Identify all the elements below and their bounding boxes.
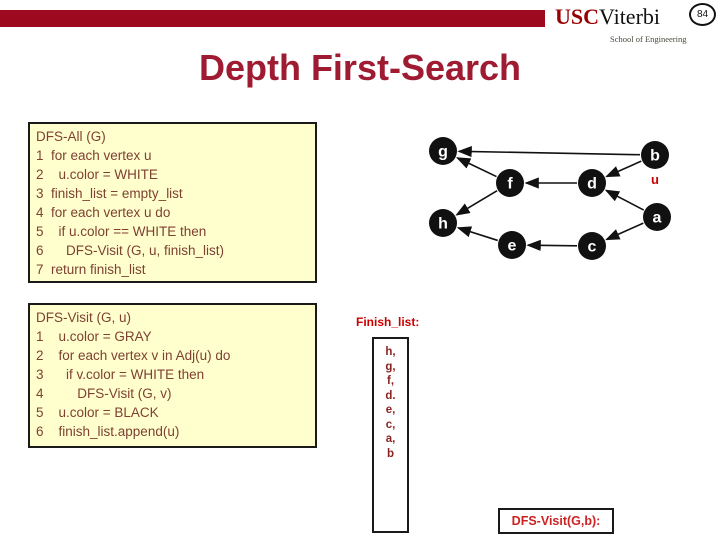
- graph-node-label-b: b: [650, 148, 660, 165]
- graph-edge-f-g: [455, 157, 497, 178]
- top-banner-bar: [0, 10, 545, 27]
- graph-node-d: [578, 169, 606, 197]
- pseudocode-dfs-visit: DFS-Visit (G, u) 1 u.color = GRAY 2 for ea…: [28, 303, 317, 448]
- code-line: 2 for each vertex v in Adj(u) do: [36, 348, 231, 363]
- finish-item: h,: [385, 346, 396, 358]
- code-line: 1 u.color = GRAY: [36, 329, 152, 344]
- page-number-badge: 84: [689, 3, 716, 26]
- code-line: 6 finish_list.append(u): [36, 424, 180, 439]
- graph-edge-c-e: [526, 239, 578, 251]
- graph-node-g: [429, 137, 457, 165]
- graph-node-label-a: a: [653, 210, 662, 227]
- logo-school-text: School of Engineering: [610, 34, 687, 44]
- graph-nodes: g b f d h a e c u: [429, 137, 671, 260]
- code-line: 1 for each vertex u: [36, 148, 152, 163]
- code-line: 4 DFS-Visit (G, v): [36, 386, 172, 401]
- finish-list-box: h, g, f, d. e, c, a, b: [372, 337, 409, 533]
- page-number: 84: [696, 9, 709, 20]
- graph-node-c: [578, 232, 606, 260]
- graph-node-label-e: e: [508, 238, 517, 255]
- pseudocode-dfs-all: DFS-All (G) 1 for each vertex u 2 u.color …: [28, 122, 317, 283]
- graph-node-f: [496, 169, 524, 197]
- graph-edge-f-h: [455, 190, 498, 216]
- code-line: 4 for each vertex u do: [36, 205, 171, 220]
- graph-node-e: [498, 231, 526, 259]
- code-line: 6 DFS-Visit (G, u, finish_list): [36, 243, 225, 258]
- graph-node-label-h: h: [438, 216, 448, 233]
- graph-node-label-g: g: [438, 144, 448, 161]
- finish-item: g,: [385, 360, 396, 373]
- code-line: 3 if v.color = WHITE then: [36, 367, 205, 382]
- logo-usc-text: USC: [555, 4, 600, 29]
- code-line: 5 if u.color == WHITE then: [36, 224, 207, 239]
- callout-label: DFS-Visit(G,b):: [511, 514, 601, 528]
- logo-viterbi-text: Viterbi: [599, 4, 661, 29]
- page-title: Depth First-Search: [198, 47, 522, 88]
- code-line: 3 finish_list = empty_list: [36, 186, 183, 201]
- graph-node-label-c: c: [588, 239, 597, 256]
- graph-node-label-d: d: [587, 176, 597, 193]
- logo-wordmark: USCViterbi: [555, 5, 715, 29]
- graph-edges: [455, 145, 645, 251]
- finish-item: a,: [385, 433, 396, 445]
- graph-node-label-f: f: [507, 176, 513, 193]
- graph-edge-b-g: [457, 145, 641, 158]
- code-line: DFS-Visit (G, u): [36, 310, 132, 325]
- code-line: 5 u.color = BLACK: [36, 405, 159, 420]
- graph-edge-e-h: [456, 226, 498, 242]
- finish-item: d.: [385, 389, 396, 402]
- graph-node-h: [429, 209, 457, 237]
- graph-annotation-u: u: [651, 172, 659, 187]
- code-line: 2 u.color = WHITE: [36, 167, 158, 182]
- finish-item: f,: [386, 375, 395, 387]
- graph-edge-a-c: [605, 222, 644, 241]
- callout-box: DFS-Visit(G,b):: [498, 508, 614, 534]
- code-line: DFS-All (G): [36, 129, 106, 144]
- graph-edge-a-d: [604, 189, 645, 211]
- graph-edge-b-d: [605, 160, 642, 178]
- finish-item: c,: [385, 418, 396, 431]
- graph-node-b: [641, 141, 669, 169]
- usc-viterbi-logo: USCViterbi School of Engineering: [555, 5, 715, 45]
- graph-node-a: [643, 203, 671, 231]
- finish-item: b: [386, 447, 395, 460]
- code-line: 7 return finish_list: [36, 262, 146, 277]
- finish-item: e,: [385, 404, 396, 416]
- finish-list-label: Finish_list:: [356, 315, 420, 329]
